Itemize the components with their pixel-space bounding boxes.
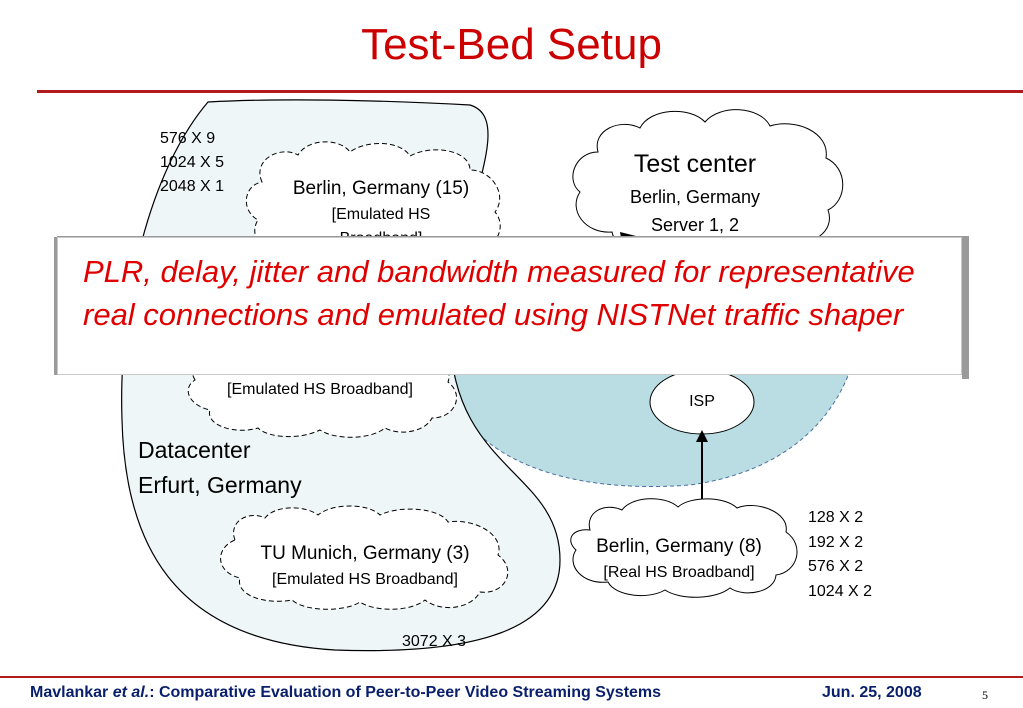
datacenter-line2: Erfurt, Germany [138,472,302,498]
berlin8-cloud [570,498,798,598]
peers-right-2: 192 X 2 [808,533,864,551]
callout-box [57,237,962,375]
top-rule [37,90,1023,93]
test-center-sub1: Berlin, Germany [629,187,761,207]
peers-right-list: 128 X 2 192 X 2 576 X 2 1024 X 2 [808,506,872,604]
callout-text: PLR, delay, jitter and bandwidth measure… [83,254,915,332]
footer-author: Mavlankar [30,684,109,701]
berlin8-sub: [Real HS Broadband] [603,564,755,581]
peers-right-3: 576 X 2 [808,558,864,575]
peers-top-list: 576 X 9 1024 X 5 2048 X 1 [160,127,224,199]
peers-top-2: 1024 X 5 [160,154,225,171]
footer-date: Jun. 25, 2008 [822,684,922,701]
test-center-sub2: Server 1, 2 [650,215,740,235]
tu-munich-cloud [220,505,509,610]
slide-title: Test-Bed Setup [361,20,662,69]
callout-shadow-right [962,241,969,379]
test-center-cloud [572,109,844,256]
isp-label: ISP [689,393,715,410]
footer-citation: Mavlankar et al.: Comparative Evaluation… [30,684,661,702]
peers-bottom: 3072 X 3 [402,633,467,650]
footer-etal: et al. [112,684,150,701]
tu-munich-sub: [Emulated HS Broadband] [272,571,458,588]
peers-right-1: 128 X 2 [808,509,864,526]
berlin15-label: Berlin, Germany (15) [292,178,470,199]
emulated-mid-sub: [Emulated HS Broadband] [227,381,413,398]
tu-munich-label: TU Munich, Germany (3) [260,543,470,564]
peers-top-3: 2048 X 1 [160,178,225,195]
peers-top-1: 576 X 9 [160,130,216,147]
peers-right-4: 1024 X 2 [808,582,873,600]
footer-title: : Comparative Evaluation of Peer-to-Peer… [149,684,662,701]
berlin15-sub1: [Emulated HS [331,206,431,223]
arrow-head-up [696,430,708,442]
berlin8-label: Berlin, Germany (8) [596,536,762,557]
bottom-rule [0,676,1023,678]
test-center-label: Test center [633,150,757,178]
datacenter-line1: Datacenter [138,437,251,463]
page-number: 5 [982,688,988,702]
